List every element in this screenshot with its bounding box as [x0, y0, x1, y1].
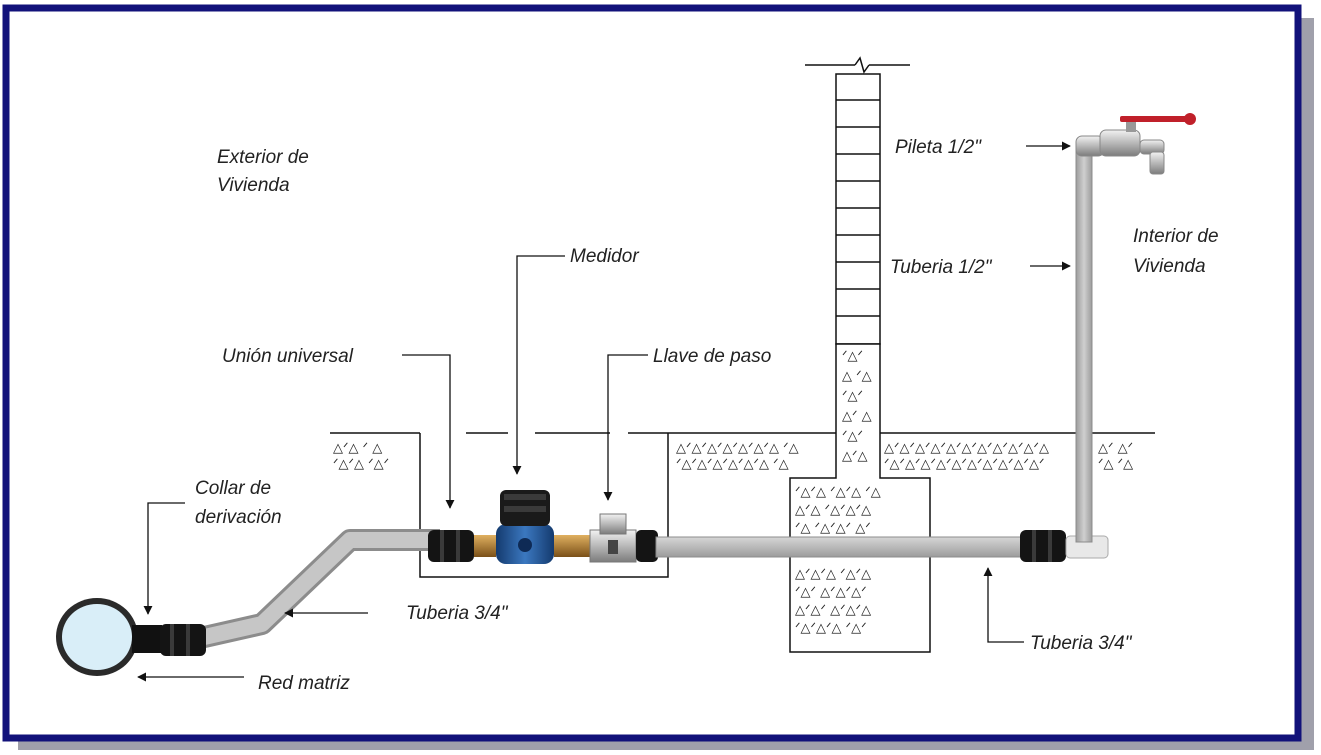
valve-icon	[589, 513, 637, 563]
main-pipe-icon	[56, 598, 162, 676]
brass-connector-2	[554, 535, 590, 557]
svg-text:△ᐟ△ᐟ△ᐟ△ᐟ△ᐟ△ᐟ△ ᐟ△: △ᐟ△ᐟ△ᐟ△ᐟ△ᐟ△ᐟ△ ᐟ△	[676, 441, 799, 456]
label-interior-1: Interior de	[1133, 226, 1219, 247]
svg-text:△ᐟ△ᐟ△ᐟ△ᐟ△ᐟ△ᐟ△ᐟ△ᐟ△ᐟ△ᐟ△: △ᐟ△ᐟ△ᐟ△ᐟ△ᐟ△ᐟ△ᐟ△ᐟ△ᐟ△ᐟ△	[884, 441, 1049, 456]
label-medidor: Medidor	[570, 246, 639, 267]
svg-text:△ᐟ△ᐟ △ᐟ△ᐟ△: △ᐟ△ᐟ △ᐟ△ᐟ△	[795, 603, 871, 618]
arrow-icon	[143, 502, 185, 615]
svg-text:△ᐟ △ᐟ: △ᐟ △ᐟ	[1098, 441, 1133, 456]
svg-text:ᐟ△ᐟ: ᐟ△ᐟ	[842, 389, 863, 404]
label-collar-2: derivación	[195, 507, 282, 528]
pipe-3-4-house	[655, 536, 1029, 558]
label-collar-1: Collar de	[195, 478, 271, 499]
svg-text:△ᐟ △: △ᐟ △	[842, 409, 872, 424]
label-red-matriz: Red matriz	[258, 673, 350, 694]
svg-text:△ᐟ△: △ᐟ△	[842, 449, 868, 464]
svg-text:ᐟ△ᐟ: ᐟ△ᐟ	[842, 429, 863, 444]
label-tuberia-3-4-right: Tuberia 3/4"	[1030, 633, 1133, 654]
concrete-foundation	[789, 343, 931, 653]
svg-text:ᐟ△ᐟ: ᐟ△ᐟ	[842, 349, 863, 364]
svg-text:ᐟ△ᐟ△ ᐟ△ᐟ△ ᐟ△: ᐟ△ᐟ△ ᐟ△ᐟ△ ᐟ△	[795, 485, 881, 500]
label-exterior-1: Exterior de	[217, 147, 309, 168]
svg-text:ᐟ△ ᐟ△ᐟ△ᐟ △ᐟ: ᐟ△ ᐟ△ᐟ△ᐟ △ᐟ	[795, 521, 871, 536]
svg-text:ᐟ△ ᐟ△: ᐟ△ ᐟ△	[1098, 457, 1133, 472]
brick-wall	[805, 56, 910, 345]
collar-fitting-icon	[160, 624, 206, 656]
svg-text:ᐟ△ᐟ△ᐟ△ᐟ△ᐟ△ᐟ△ᐟ△ᐟ△ᐟ△ᐟ△ᐟ: ᐟ△ᐟ△ᐟ△ᐟ△ᐟ△ᐟ△ᐟ△ᐟ△ᐟ△ᐟ△ᐟ	[884, 457, 1045, 472]
house-fitting-icon	[1020, 530, 1066, 562]
meter-pit	[419, 433, 669, 578]
brass-connector	[474, 535, 496, 557]
svg-text:△ᐟ△ ᐟ△ᐟ△ᐟ△: △ᐟ△ ᐟ△ᐟ△ᐟ△	[795, 503, 871, 518]
label-union-universal: Unión universal	[222, 346, 354, 367]
label-pileta: Pileta 1/2"	[895, 137, 982, 158]
arrow-icon	[603, 354, 648, 501]
water-meter-icon	[496, 490, 554, 564]
arrow-icon	[512, 255, 565, 475]
leader-lines	[137, 141, 1071, 682]
label-llave-de-paso: Llave de paso	[653, 346, 771, 367]
foundation-texture: ᐟ△ᐟ △ ᐟ△ ᐟ△ᐟ △ᐟ △ ᐟ△ᐟ △ᐟ△ ᐟ△ᐟ△ ᐟ△ᐟ△ ᐟ△ △…	[795, 349, 881, 636]
pipe-1-2-vertical	[1075, 149, 1093, 543]
arrow-icon	[983, 567, 1024, 643]
svg-text:ᐟ△ᐟ△ ᐟ△ᐟ: ᐟ△ᐟ△ ᐟ△ᐟ	[333, 457, 389, 472]
union-universal-icon	[428, 530, 474, 562]
label-tuberia-1-2: Tuberia 1/2"	[890, 257, 993, 278]
label-exterior-2: Vivienda	[217, 175, 290, 196]
svg-text:△ᐟ△ᐟ△ ᐟ△ᐟ△: △ᐟ△ᐟ△ ᐟ△ᐟ△	[795, 567, 871, 582]
svg-text:ᐟ△ᐟ △ᐟ△ᐟ△ᐟ: ᐟ△ᐟ △ᐟ△ᐟ△ᐟ	[795, 585, 867, 600]
arrow-icon	[402, 354, 455, 509]
valve-outlet-fitting	[636, 530, 658, 562]
svg-text:△ ᐟ△: △ ᐟ△	[842, 369, 872, 384]
label-tuberia-3-4-left: Tuberia 3/4"	[406, 603, 509, 624]
svg-text:ᐟ△ᐟ△ᐟ△ᐟ△ᐟ△ᐟ△ ᐟ△: ᐟ△ᐟ△ᐟ△ᐟ△ᐟ△ᐟ△ ᐟ△	[676, 457, 789, 472]
svg-text:△ᐟ△ ᐟ △: △ᐟ△ ᐟ △	[333, 441, 382, 456]
svg-text:ᐟ△ᐟ△ᐟ△ ᐟ△ᐟ: ᐟ△ᐟ△ᐟ△ ᐟ△ᐟ	[795, 621, 867, 636]
label-interior-2: Vivienda	[1133, 256, 1206, 277]
faucet-icon	[1075, 113, 1196, 175]
concrete-fill-texture: △ᐟ△ ᐟ △ ᐟ△ᐟ△ ᐟ△ᐟ △ᐟ△ᐟ△ᐟ△ᐟ△ᐟ△ᐟ△ ᐟ△ ᐟ△ᐟ△ᐟ△…	[333, 441, 1133, 472]
